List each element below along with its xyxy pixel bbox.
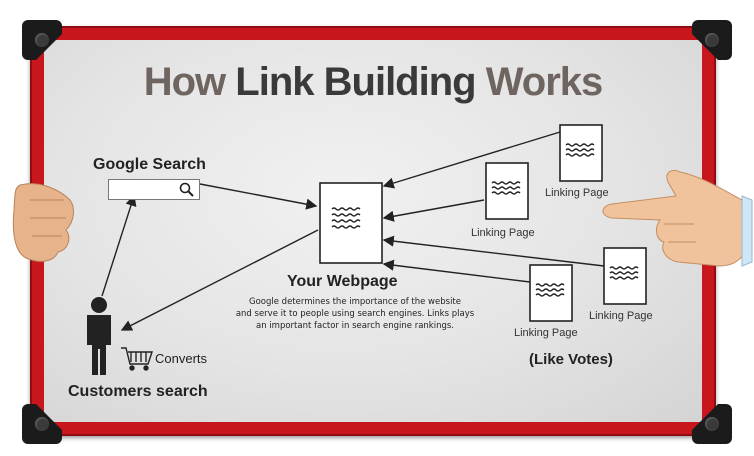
arrow-customer-to-search — [101, 194, 137, 297]
title-word-link-building: Link Building — [235, 60, 476, 104]
shopping-cart-icon — [121, 347, 153, 371]
linking-page-label-3: Linking Page — [589, 310, 653, 322]
left-hand-icon — [12, 183, 74, 262]
title-word-how: How — [143, 60, 226, 104]
arrow-search-to-webpage — [199, 183, 318, 210]
description-line-1: Google determines the importance of the … — [249, 297, 461, 307]
linking-page-label-1: Linking Page — [545, 187, 609, 199]
google-search-label: Google Search — [93, 156, 206, 173]
arrow-linking-page-4 — [382, 259, 531, 283]
magnifier-icon — [179, 182, 194, 197]
linking-page-icon-3 — [603, 247, 647, 305]
webpage-description: Google determines the importance of the … — [190, 296, 520, 332]
like-votes-note: (Like Votes) — [529, 351, 613, 368]
arrow-linking-page-3 — [382, 235, 605, 267]
title-word-works: Works — [485, 60, 604, 104]
search-input[interactable] — [108, 179, 200, 200]
linking-page-icon-2 — [485, 162, 529, 220]
diagram-title: How Link Building Works — [44, 62, 702, 102]
description-line-3: an important factor in search engine ran… — [256, 321, 454, 331]
arrow-linking-page-1 — [382, 131, 561, 189]
linking-page-label-2: Linking Page — [471, 227, 535, 239]
description-line-2: and serve it to people using search engi… — [235, 309, 475, 319]
arrow-linking-page-2 — [382, 199, 485, 222]
pointing-hand-icon — [602, 169, 753, 267]
arrow-webpage-to-customer — [120, 229, 319, 331]
linking-page-icon-4 — [529, 264, 573, 322]
converts-label: Converts — [155, 351, 208, 366]
webpage-label: Your Webpage — [287, 273, 398, 290]
customers-search-label: Customers search — [68, 383, 208, 400]
linking-page-icon-1 — [559, 124, 603, 182]
person-icon — [87, 297, 111, 375]
webpage-document-icon — [319, 182, 383, 264]
linking-page-label-4: Linking Page — [514, 327, 578, 339]
